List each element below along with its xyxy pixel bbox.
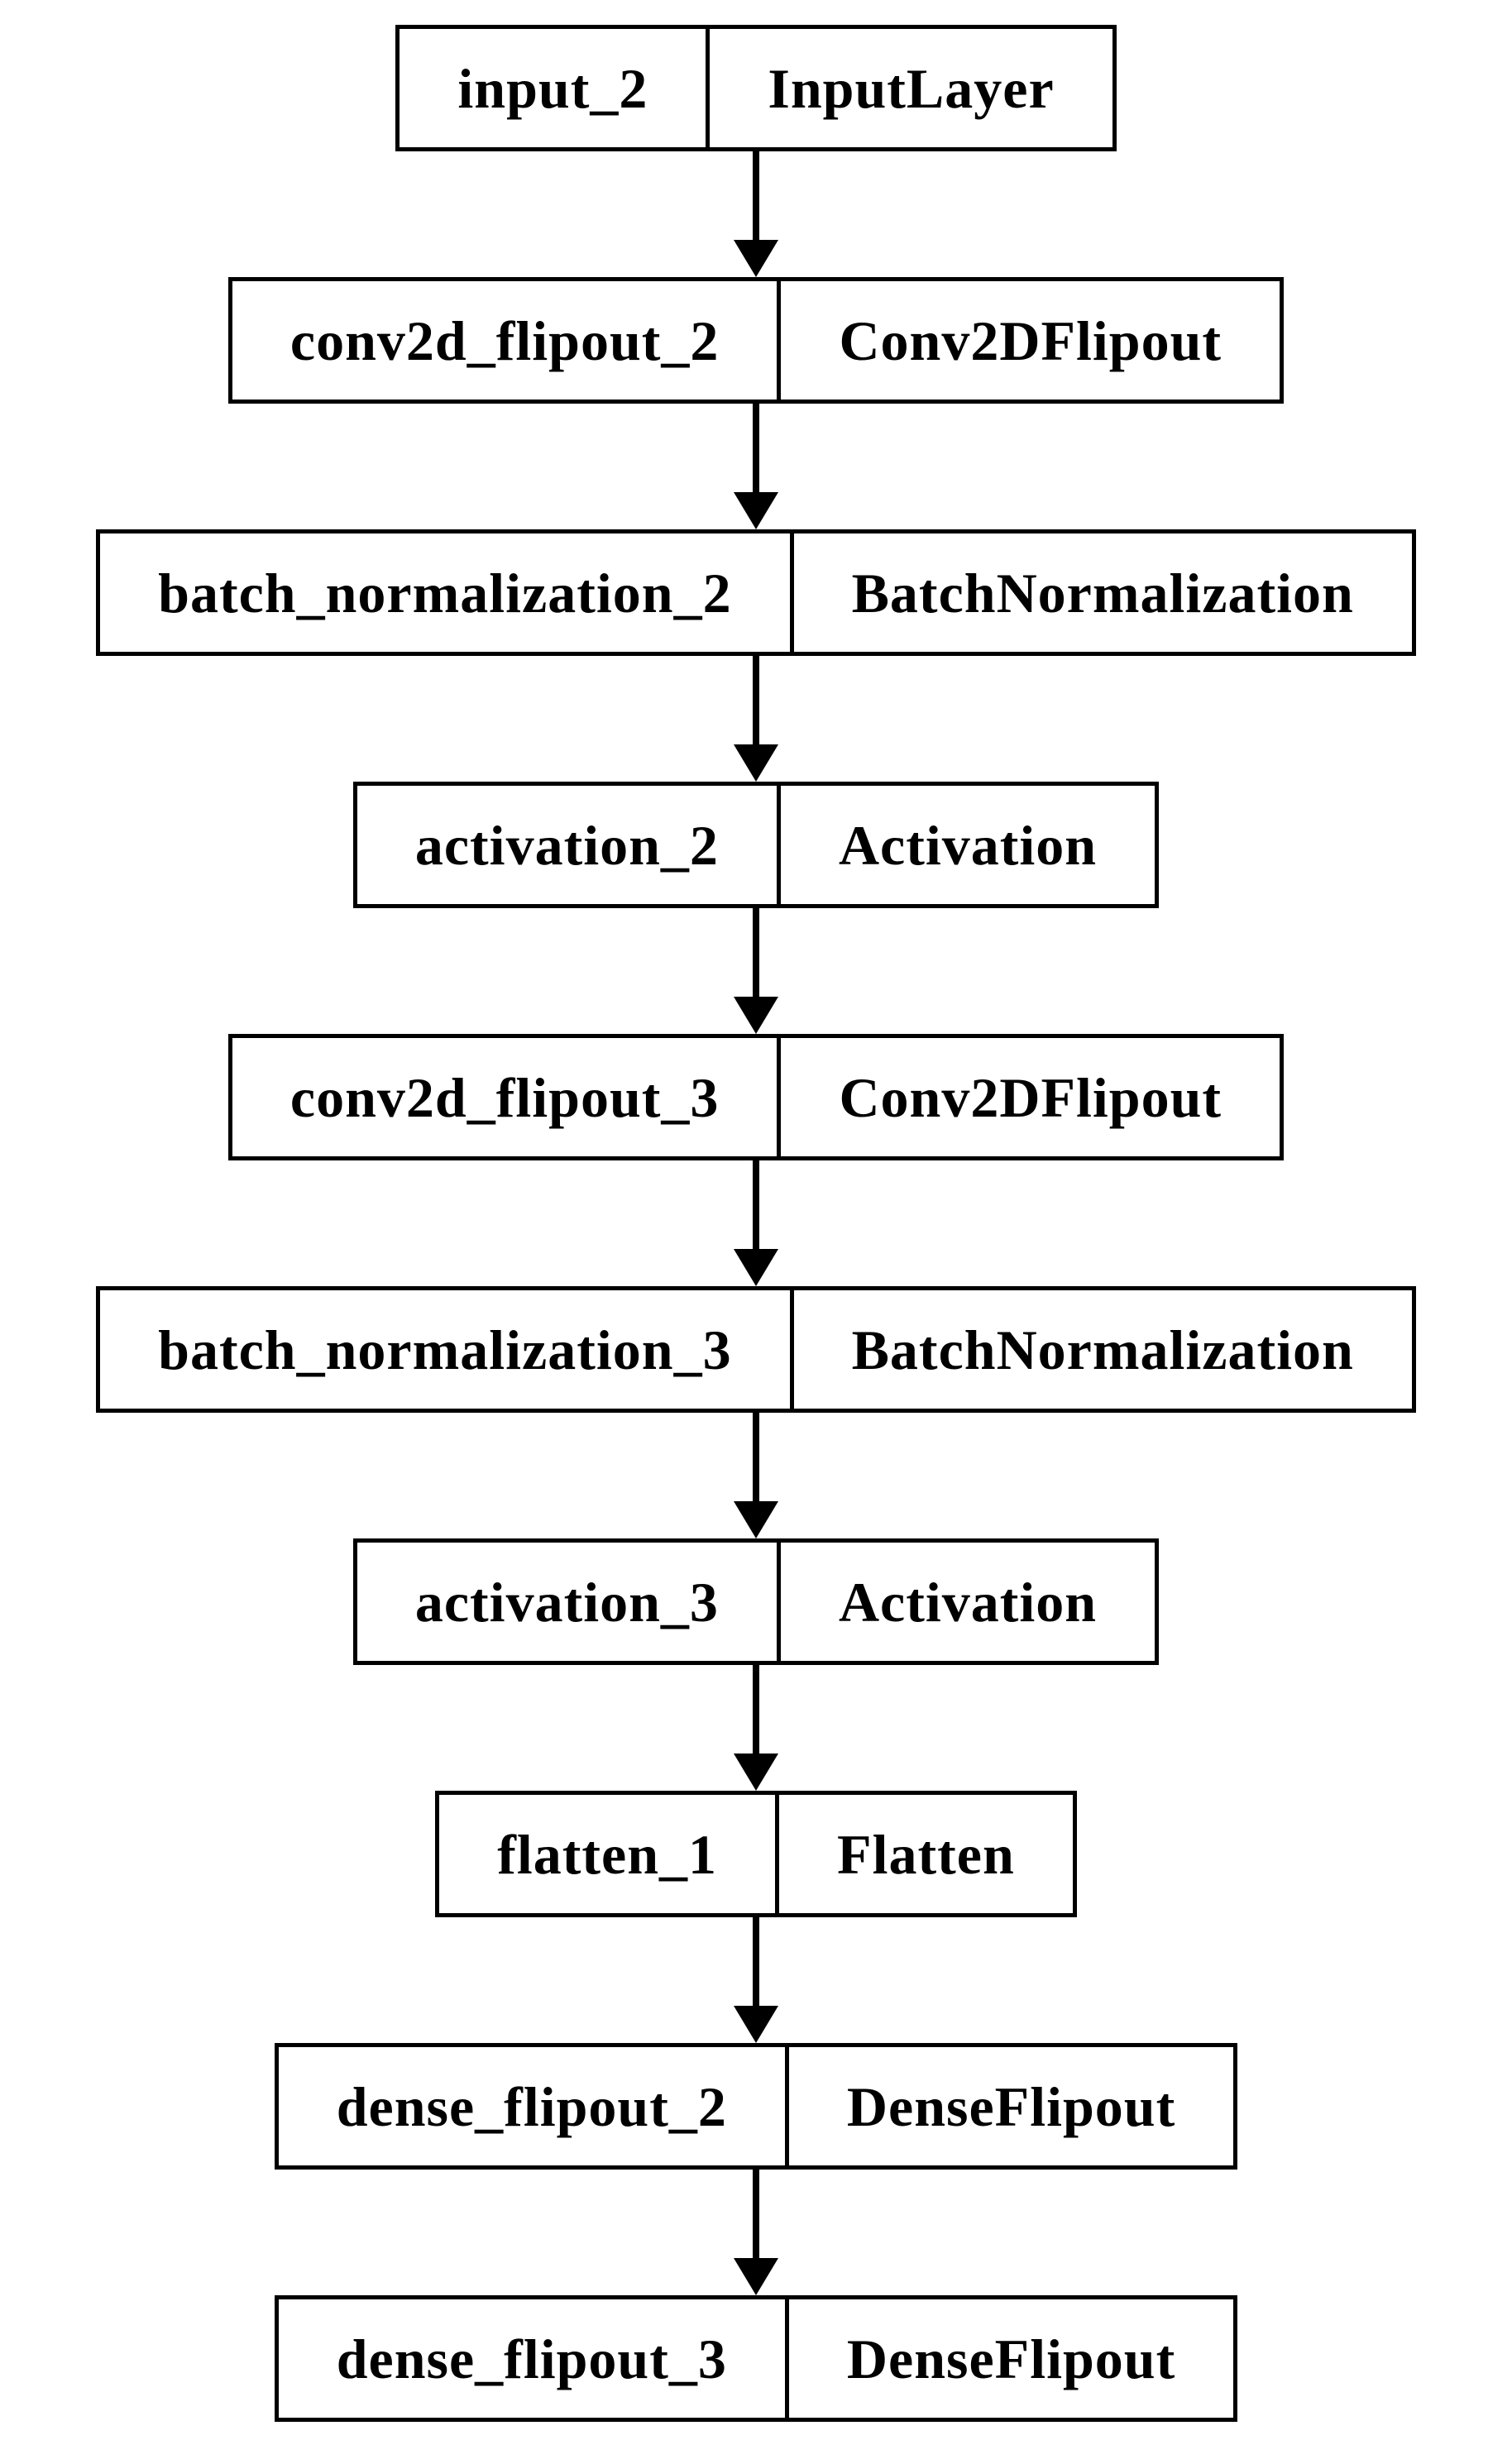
arrow-stem bbox=[753, 1413, 759, 1501]
layer-node: flatten_1 Flatten bbox=[435, 1791, 1077, 1917]
layer-node: input_2 InputLayer bbox=[395, 25, 1117, 151]
layer-type: Activation bbox=[838, 1570, 1098, 1634]
arrow-connector bbox=[733, 404, 779, 529]
layer-type: DenseFlipout bbox=[846, 2327, 1176, 2390]
layer-name: activation_3 bbox=[357, 1543, 781, 1661]
arrow-connector bbox=[733, 1917, 779, 2043]
layer-type: Flatten bbox=[837, 1822, 1015, 1886]
layer-node: conv2d_flipout_2 Conv2DFlipout bbox=[227, 277, 1285, 404]
arrow-connector bbox=[733, 1413, 779, 1538]
layer-node: batch_normalization_3 BatchNormalization bbox=[96, 1286, 1416, 1413]
arrow-down-icon bbox=[734, 2258, 778, 2295]
arrow-down-icon bbox=[734, 1501, 778, 1538]
arrow-down-icon bbox=[734, 240, 778, 277]
layer-type: Activation bbox=[838, 813, 1098, 877]
layer-node: activation_2 Activation bbox=[352, 782, 1160, 908]
layer-name: batch_normalization_3 bbox=[100, 1290, 794, 1409]
arrow-connector bbox=[733, 151, 779, 277]
layer-node: dense_flipout_2 DenseFlipout bbox=[274, 2043, 1238, 2170]
layer-name: conv2d_flipout_3 bbox=[232, 1038, 782, 1156]
layer-type: InputLayer bbox=[768, 56, 1055, 120]
layer-type: Conv2DFlipout bbox=[839, 309, 1223, 372]
layer-node: conv2d_flipout_3 Conv2DFlipout bbox=[227, 1034, 1285, 1160]
arrow-connector bbox=[733, 1160, 779, 1286]
layer-name: dense_flipout_3 bbox=[279, 2299, 789, 2418]
layer-type: DenseFlipout bbox=[846, 2074, 1176, 2138]
arrow-stem bbox=[753, 404, 759, 492]
layer-name: dense_flipout_2 bbox=[279, 2047, 789, 2165]
layer-node: dense_flipout_3 DenseFlipout bbox=[274, 2295, 1238, 2422]
arrow-connector bbox=[733, 2170, 779, 2295]
arrow-down-icon bbox=[734, 2006, 778, 2043]
arrow-stem bbox=[753, 656, 759, 744]
arrow-stem bbox=[753, 1917, 759, 2006]
arrow-connector bbox=[733, 908, 779, 1034]
arrow-connector bbox=[733, 1665, 779, 1791]
layer-name: input_2 bbox=[400, 29, 711, 147]
arrow-down-icon bbox=[734, 492, 778, 529]
arrow-down-icon bbox=[734, 1249, 778, 1286]
arrow-down-icon bbox=[734, 744, 778, 782]
layer-name: activation_2 bbox=[357, 786, 781, 904]
layer-node: batch_normalization_2 BatchNormalization bbox=[96, 529, 1416, 656]
layer-type: BatchNormalization bbox=[851, 1318, 1354, 1381]
arrow-stem bbox=[753, 908, 759, 997]
arrow-stem bbox=[753, 1160, 759, 1249]
layer-name: batch_normalization_2 bbox=[100, 533, 794, 652]
arrow-stem bbox=[753, 2170, 759, 2258]
arrow-down-icon bbox=[734, 997, 778, 1034]
arrow-down-icon bbox=[734, 1754, 778, 1791]
arrow-stem bbox=[753, 151, 759, 240]
layer-name: conv2d_flipout_2 bbox=[232, 281, 782, 400]
layer-type: BatchNormalization bbox=[851, 561, 1354, 624]
layer-node: activation_3 Activation bbox=[352, 1538, 1160, 1665]
arrow-connector bbox=[733, 656, 779, 782]
layer-type: Conv2DFlipout bbox=[839, 1065, 1223, 1129]
layer-name: flatten_1 bbox=[439, 1795, 780, 1913]
arrow-stem bbox=[753, 1665, 759, 1754]
